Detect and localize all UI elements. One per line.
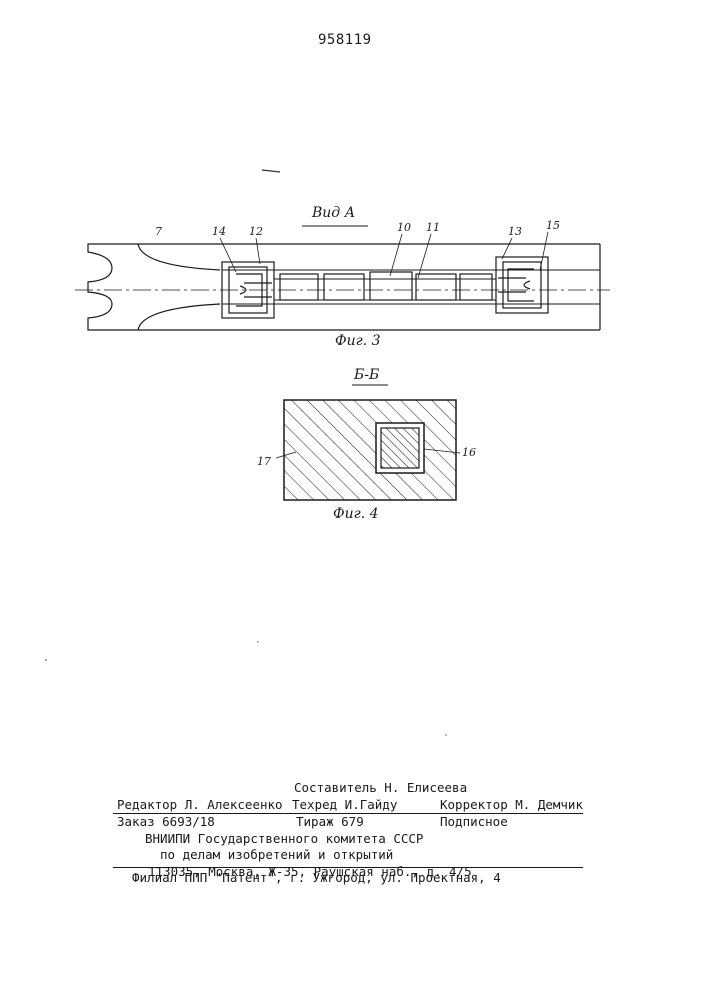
- stray-mark: [262, 170, 280, 172]
- view-a-title: Вид А: [312, 205, 355, 221]
- composer-line: Составитель Н. Елисеева: [294, 780, 467, 795]
- org-line-1: ВНИИПИ Государственного комитета СССР: [145, 831, 423, 846]
- label-15: 15: [546, 219, 560, 232]
- section-b-b-title: Б-Б: [354, 367, 379, 383]
- label-17: 17: [257, 455, 271, 468]
- figure-4-drawing: [276, 385, 460, 500]
- footer-rule-bottom: [113, 867, 583, 868]
- corrector-line: Корректор М. Демчик: [440, 797, 583, 812]
- figure-3-caption: Фиг. 3: [335, 333, 381, 349]
- label-11: 11: [426, 221, 440, 234]
- figure-4-caption: Фиг. 4: [333, 506, 379, 522]
- label-16: 16: [462, 446, 476, 459]
- org-line-2: по делам изобретений и открытий: [160, 847, 393, 862]
- label-14: 14: [212, 225, 226, 238]
- circulation-line: Тираж 679: [296, 814, 364, 829]
- editor-line: Редактор Л. Алексеенко: [117, 797, 283, 812]
- label-10: 10: [397, 221, 411, 234]
- label-7: 7: [155, 225, 162, 238]
- label-13: 13: [508, 225, 522, 238]
- subscription-line: Подписное: [440, 814, 508, 829]
- order-line: Заказ 6693/18: [117, 814, 215, 829]
- techred-line: Техред И.Гайду: [292, 797, 397, 812]
- label-12: 12: [249, 225, 263, 238]
- branch-line: Филиал ППП "Патент", г. Ужгород, ул. Про…: [132, 870, 501, 885]
- figure-3-drawing: [75, 226, 610, 330]
